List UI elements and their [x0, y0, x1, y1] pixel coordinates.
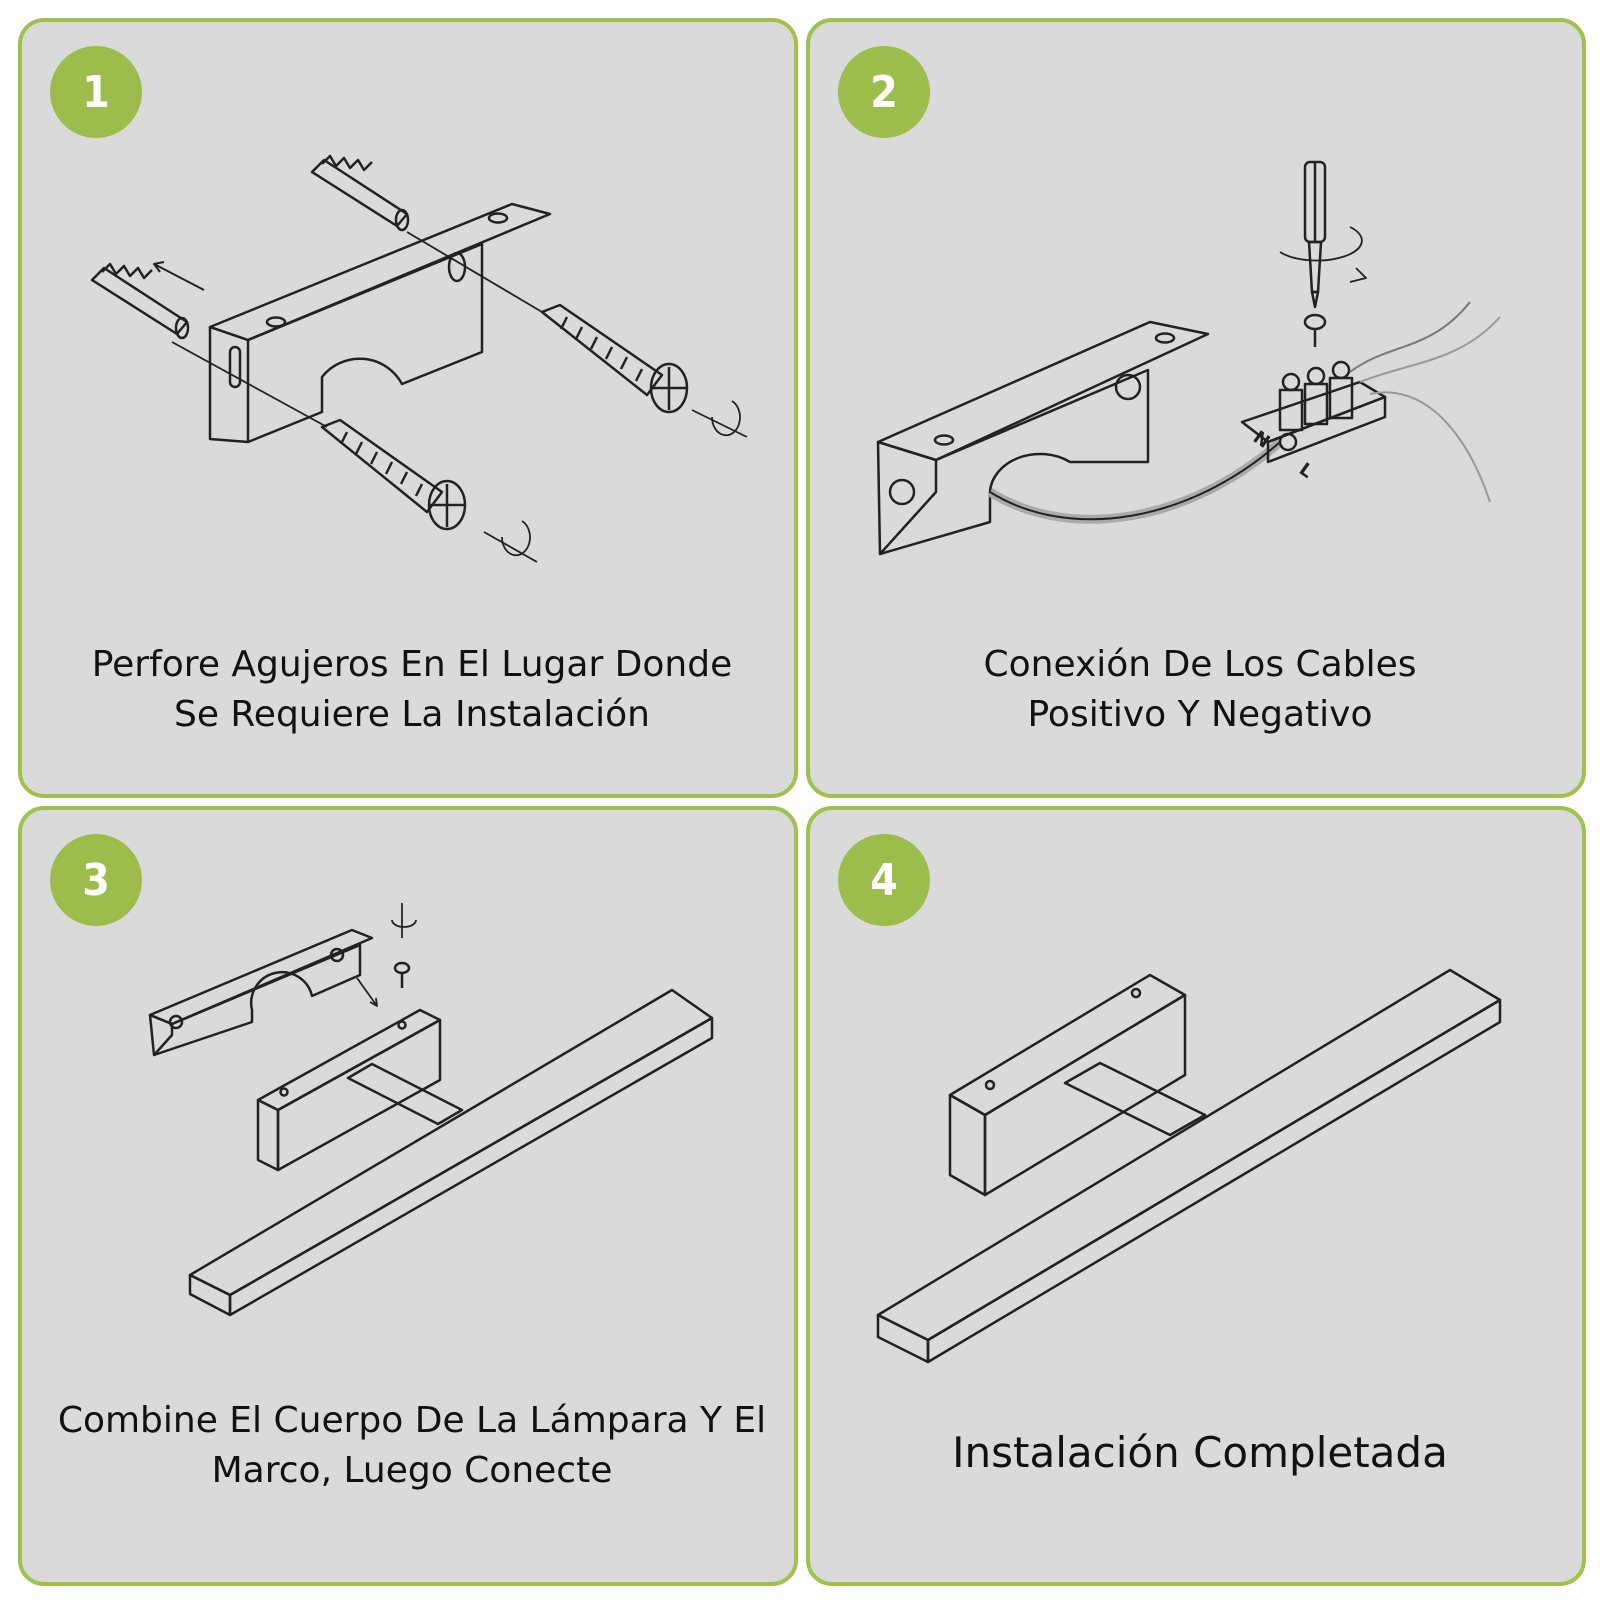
step-4-panel: 4 Instalación Completada — [806, 806, 1586, 1586]
step-3-caption: Combine El Cuerpo De La Lámpara Y El Mar… — [57, 1400, 767, 1491]
bracket-front-face — [876, 440, 938, 556]
step-1-badge: 1 — [50, 46, 142, 138]
screwdriver-icon — [1303, 160, 1327, 309]
step-3-panel: 3 — [18, 806, 798, 1586]
mounting-block — [256, 1008, 442, 1172]
step-2-illustration: N L — [876, 160, 1501, 556]
screw-1 — [320, 418, 467, 531]
lamp-bar — [876, 968, 1502, 1364]
terminal-label-l: L — [1295, 459, 1316, 483]
mounting-block — [948, 973, 1187, 1197]
step-4-illustration — [876, 968, 1502, 1364]
lamp-arm — [1063, 1061, 1207, 1137]
step-1-illustration — [90, 154, 748, 563]
step-2-caption: Conexión De Los Cables Positivo Y Negati… — [983, 644, 1417, 735]
bracket-top-flange — [876, 320, 1210, 462]
lamp-arm — [346, 1062, 464, 1126]
bracket-top-flange — [148, 928, 374, 1026]
step-4-badge: 4 — [838, 834, 930, 926]
bracket-back-face — [247, 242, 484, 444]
step-4-caption: Instalación Completada — [952, 1428, 1448, 1477]
step-2-panel: 2 — [806, 18, 1586, 798]
screw-2 — [540, 303, 689, 414]
wall-anchor-2 — [310, 154, 410, 232]
step-1-caption: Perfore Agujeros En El Lugar Donde Se Re… — [91, 644, 733, 735]
lamp-bar — [188, 988, 714, 1317]
wall-anchor-1 — [90, 262, 190, 340]
step-1-panel: 1 — [18, 18, 798, 798]
step-3-illustration — [148, 903, 714, 1317]
terminal-screw — [1303, 313, 1327, 347]
terminal-block — [1240, 360, 1387, 464]
step-3-badge: 3 — [50, 834, 142, 926]
bracket-front-face — [208, 325, 250, 444]
step-2-badge: 2 — [838, 46, 930, 138]
bracket-top-flange — [208, 202, 552, 342]
